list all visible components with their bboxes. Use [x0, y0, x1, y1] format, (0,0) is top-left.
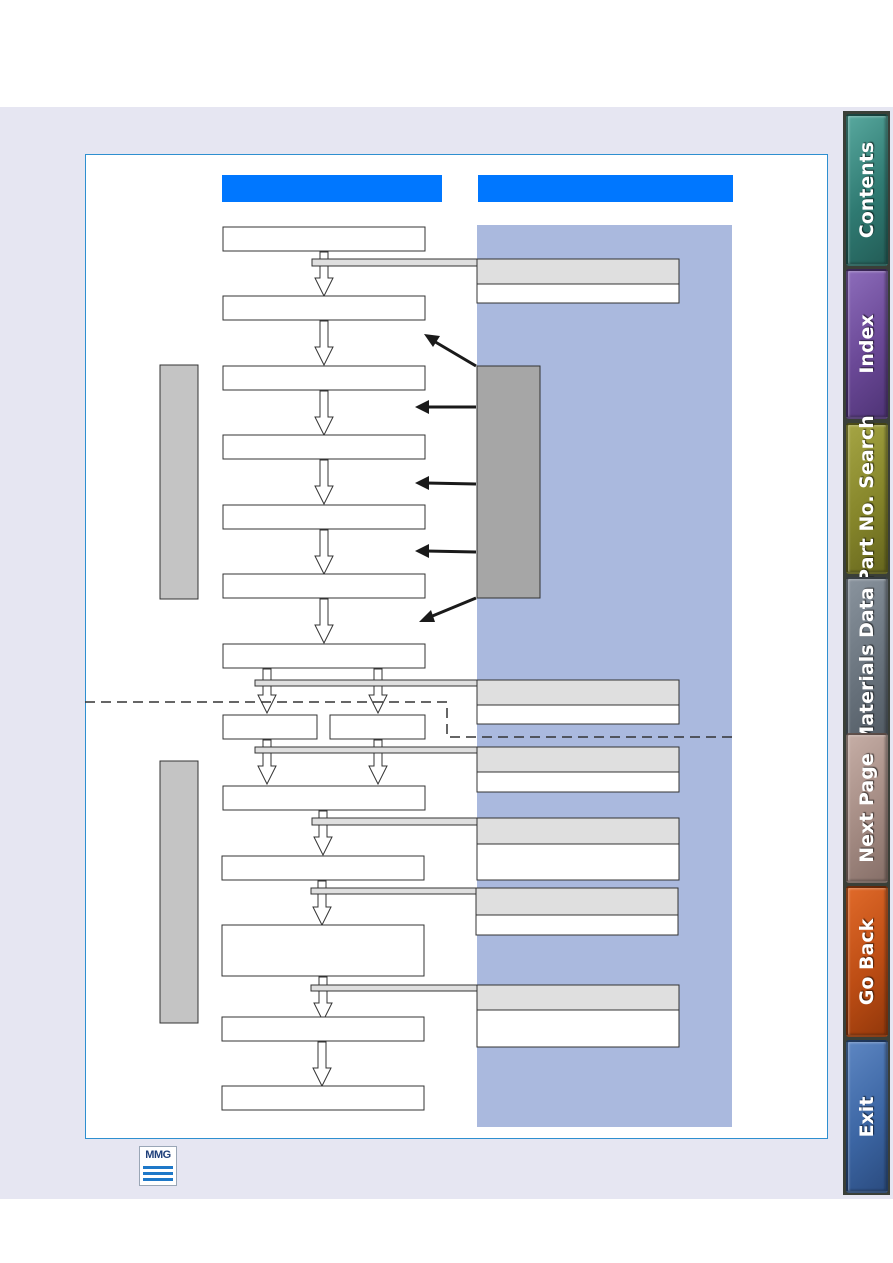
- index-button[interactable]: Index: [846, 269, 888, 419]
- control-block: [476, 365, 541, 599]
- stage-group-bar-upper: [159, 364, 199, 600]
- flow-arrow: [312, 1041, 332, 1087]
- flow-arrow: [368, 668, 388, 714]
- company-logo: MMG: [139, 1146, 177, 1186]
- connector-ribbon: [311, 817, 478, 826]
- go-back-button-label: Go Back: [856, 918, 878, 1005]
- process-step-box-split-left: [222, 714, 318, 740]
- feedback-arrow: [419, 596, 477, 622]
- flow-arrow: [257, 668, 277, 714]
- right-column-header-bar: [478, 175, 733, 202]
- process-step-box: [222, 295, 426, 321]
- part-no-search-button-label: Part No. Search: [856, 414, 878, 583]
- process-step-box: [221, 855, 425, 881]
- feedback-arrow: [415, 544, 477, 558]
- flow-arrow: [314, 529, 334, 575]
- exit-button[interactable]: Exit: [846, 1040, 888, 1193]
- feedback-arrow: [415, 400, 476, 414]
- connector-ribbon: [310, 887, 478, 895]
- connector-ribbon: [254, 746, 478, 754]
- part-no-search-button[interactable]: Part No. Search: [846, 415, 888, 582]
- callout-box: [475, 887, 679, 936]
- feedback-arrow: [415, 476, 477, 490]
- next-page-button[interactable]: Next Page: [846, 733, 888, 883]
- callout-box: [476, 984, 680, 1048]
- logo-stripe: [143, 1172, 173, 1175]
- process-step-box: [222, 785, 426, 811]
- flow-arrow: [314, 320, 334, 366]
- process-step-box: [221, 1085, 425, 1111]
- logo-stripe: [143, 1166, 173, 1169]
- flow-arrow: [314, 390, 334, 436]
- process-step-box-split-right: [329, 714, 426, 740]
- flow-arrow: [313, 976, 333, 1022]
- materials-data-button-label: Materials Data: [856, 587, 878, 745]
- flow-arrow: [314, 598, 334, 644]
- process-step-box: [222, 643, 426, 669]
- flow-arrow: [314, 459, 334, 505]
- next-page-button-label: Next Page: [856, 753, 878, 863]
- callout-box: [476, 817, 680, 881]
- process-step-box-tall: [221, 924, 425, 977]
- connector-ribbon: [310, 984, 478, 992]
- exit-button-label: Exit: [856, 1096, 878, 1137]
- process-step-box: [222, 504, 426, 530]
- contents-button[interactable]: Contents: [846, 114, 888, 266]
- process-step-box: [222, 365, 426, 391]
- left-column-header-bar: [222, 175, 442, 202]
- logo-stripe: [143, 1178, 173, 1181]
- go-back-button[interactable]: Go Back: [846, 886, 888, 1037]
- feedback-arrow: [424, 334, 477, 368]
- materials-data-button[interactable]: Materials Data: [846, 577, 888, 755]
- process-step-box: [222, 573, 426, 599]
- contents-button-label: Contents: [856, 141, 878, 239]
- index-button-label: Index: [856, 314, 878, 374]
- callout-box: [476, 679, 680, 725]
- stage-group-bar-lower: [159, 760, 199, 1024]
- dashed-divider-line: [85, 701, 733, 738]
- process-step-box: [221, 1016, 425, 1042]
- callout-box: [476, 746, 680, 793]
- process-step-box: [222, 434, 426, 460]
- callout-box: [476, 258, 680, 304]
- connector-ribbon: [254, 679, 478, 687]
- connector-ribbon: [311, 258, 478, 267]
- process-step-box: [222, 226, 426, 252]
- logo-text: MMG: [145, 1149, 171, 1161]
